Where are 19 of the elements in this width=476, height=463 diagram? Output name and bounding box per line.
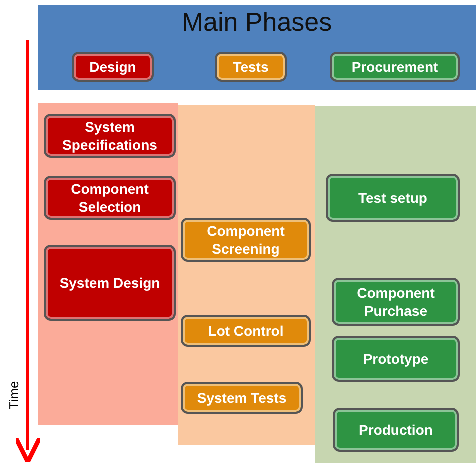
task-box: System Design: [44, 245, 176, 321]
task-box: Production: [333, 408, 459, 452]
header-band: [38, 5, 476, 90]
task-box: Prototype: [332, 336, 460, 382]
task-box: System Tests: [181, 382, 303, 414]
phase-button: Tests: [215, 52, 287, 82]
phase-button: Procurement: [330, 52, 460, 82]
task-box: Component Selection: [44, 176, 176, 220]
column-band: [38, 103, 178, 425]
column-band: [178, 105, 315, 445]
task-box: Lot Control: [181, 315, 311, 347]
task-box: Component Purchase: [332, 278, 460, 326]
axis-label: Time: [6, 381, 22, 410]
column-band: [315, 106, 476, 463]
phase-button: Design: [72, 52, 154, 82]
band-title: Main Phases: [180, 7, 334, 38]
task-box: System Specifications: [44, 114, 176, 158]
task-box: Test setup: [326, 174, 460, 222]
task-box: Component Screening: [181, 218, 311, 262]
